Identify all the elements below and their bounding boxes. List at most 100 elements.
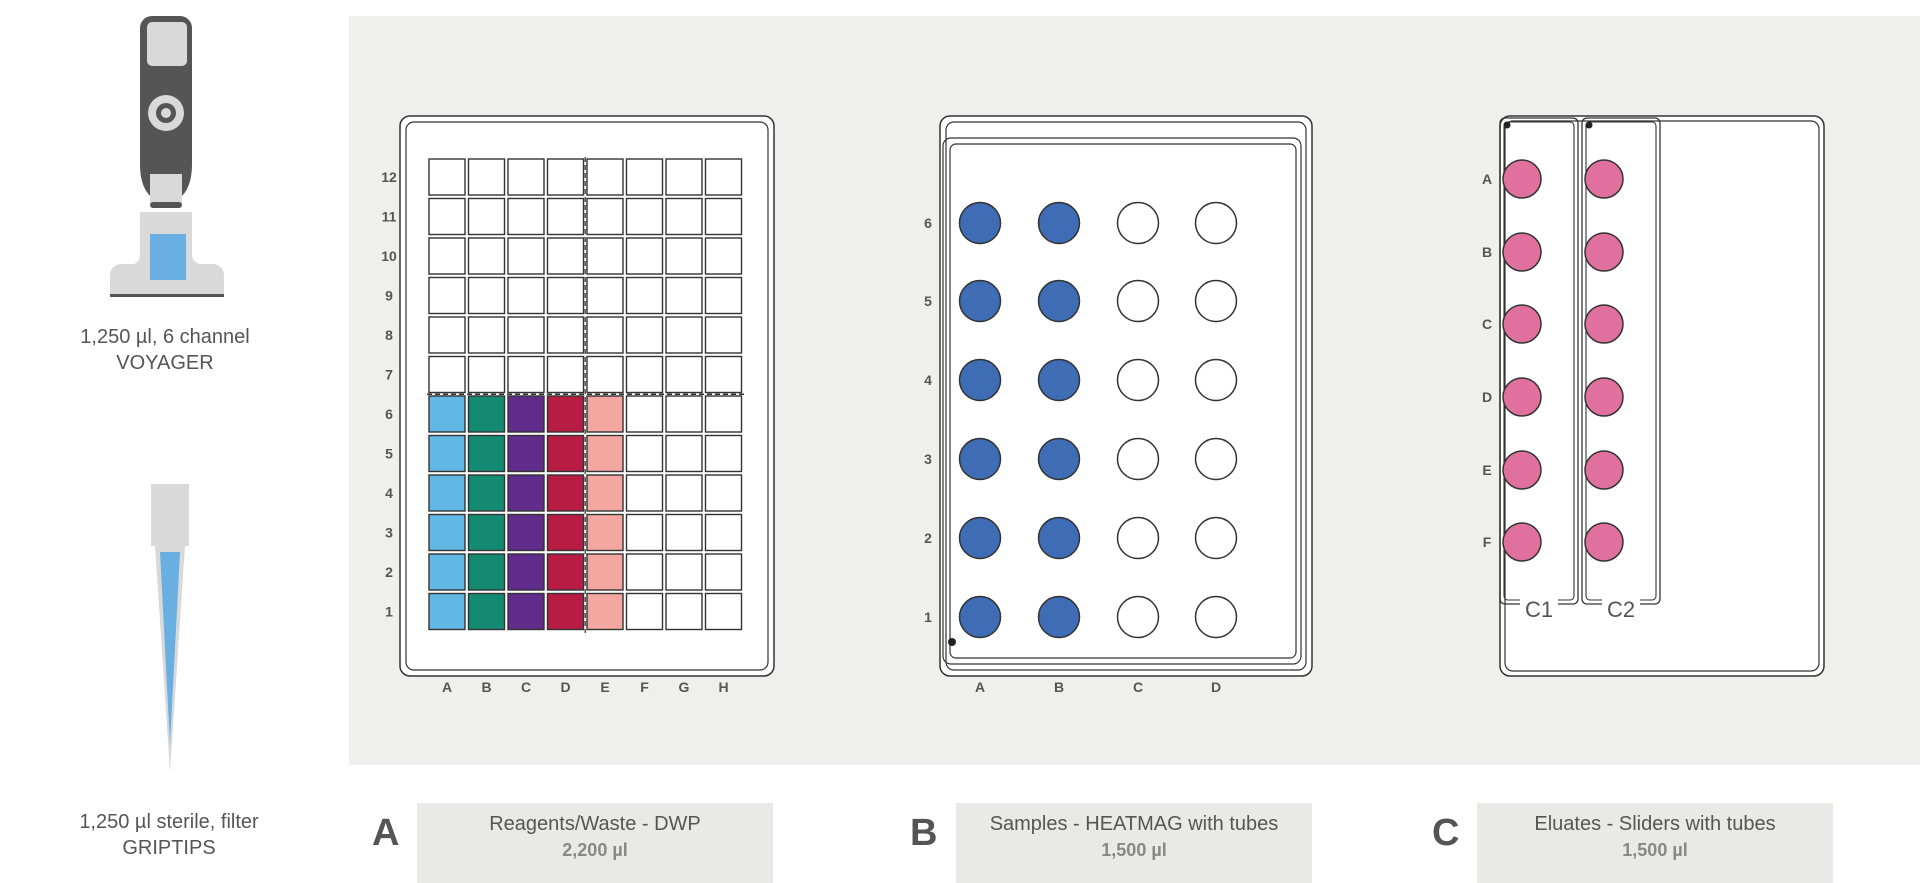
well-D5[interactable]	[546, 434, 585, 473]
well-G10[interactable]	[665, 237, 703, 275]
well-D10[interactable]	[546, 237, 585, 275]
tube-A5[interactable]	[958, 279, 1002, 323]
well-D8[interactable]	[546, 316, 585, 354]
tube-C1-C[interactable]	[1502, 304, 1542, 344]
well-B4[interactable]	[467, 474, 506, 512]
tube-C1-A[interactable]	[1502, 159, 1542, 199]
well-D2[interactable]	[546, 553, 585, 591]
well-E1[interactable]	[586, 592, 624, 631]
tube-C2-A[interactable]	[1584, 159, 1624, 199]
tube-C5[interactable]	[1116, 279, 1160, 323]
well-C10[interactable]	[507, 237, 545, 275]
well-D9[interactable]	[546, 276, 585, 315]
well-F4[interactable]	[625, 474, 664, 512]
tube-D5[interactable]	[1194, 279, 1238, 323]
tube-C4[interactable]	[1116, 358, 1160, 402]
well-D6[interactable]	[546, 395, 585, 433]
well-B7[interactable]	[467, 355, 506, 394]
well-E6[interactable]	[586, 395, 624, 433]
well-H1[interactable]	[704, 592, 743, 631]
well-H7[interactable]	[704, 355, 743, 394]
well-A3[interactable]	[428, 513, 466, 552]
well-C7[interactable]	[507, 355, 545, 394]
well-H3[interactable]	[704, 513, 743, 552]
tube-C2-B[interactable]	[1584, 232, 1624, 272]
well-E5[interactable]	[586, 434, 624, 473]
well-C5[interactable]	[507, 434, 545, 473]
well-G8[interactable]	[665, 316, 703, 354]
well-H4[interactable]	[704, 474, 743, 512]
well-E10[interactable]	[586, 237, 624, 275]
well-E12[interactable]	[586, 158, 624, 196]
well-A5[interactable]	[428, 434, 466, 473]
well-B10[interactable]	[467, 237, 506, 275]
well-D11[interactable]	[546, 197, 585, 236]
tube-C1-D[interactable]	[1502, 377, 1542, 417]
well-G2[interactable]	[665, 553, 703, 591]
well-F1[interactable]	[625, 592, 664, 631]
well-D7[interactable]	[546, 355, 585, 394]
well-G3[interactable]	[665, 513, 703, 552]
well-G4[interactable]	[665, 474, 703, 512]
well-E9[interactable]	[586, 276, 624, 315]
well-H6[interactable]	[704, 395, 743, 433]
well-B8[interactable]	[467, 316, 506, 354]
well-A4[interactable]	[428, 474, 466, 512]
well-H12[interactable]	[704, 158, 743, 196]
well-F11[interactable]	[625, 197, 664, 236]
tube-D6[interactable]	[1194, 201, 1238, 245]
tube-C1-E[interactable]	[1502, 450, 1542, 490]
well-B3[interactable]	[467, 513, 506, 552]
well-D3[interactable]	[546, 513, 585, 552]
well-F9[interactable]	[625, 276, 664, 315]
well-E11[interactable]	[586, 197, 624, 236]
well-F12[interactable]	[625, 158, 664, 196]
well-C4[interactable]	[507, 474, 545, 512]
well-B6[interactable]	[467, 395, 506, 433]
well-F7[interactable]	[625, 355, 664, 394]
well-D1[interactable]	[546, 592, 585, 631]
well-H8[interactable]	[704, 316, 743, 354]
tube-D3[interactable]	[1194, 437, 1238, 481]
tube-B3[interactable]	[1037, 437, 1081, 481]
well-E8[interactable]	[586, 316, 624, 354]
well-C11[interactable]	[507, 197, 545, 236]
tube-C1[interactable]	[1116, 595, 1160, 639]
tube-C6[interactable]	[1116, 201, 1160, 245]
tube-A6[interactable]	[958, 201, 1002, 245]
well-G6[interactable]	[665, 395, 703, 433]
well-E4[interactable]	[586, 474, 624, 512]
well-A7[interactable]	[428, 355, 466, 394]
well-C6[interactable]	[507, 395, 545, 433]
well-H11[interactable]	[704, 197, 743, 236]
well-A9[interactable]	[428, 276, 466, 315]
well-A2[interactable]	[428, 553, 466, 591]
well-A6[interactable]	[428, 395, 466, 433]
tube-C2-C[interactable]	[1584, 304, 1624, 344]
well-D12[interactable]	[546, 158, 585, 196]
well-G9[interactable]	[665, 276, 703, 315]
well-A11[interactable]	[428, 197, 466, 236]
well-F5[interactable]	[625, 434, 664, 473]
tube-C3[interactable]	[1116, 437, 1160, 481]
well-B11[interactable]	[467, 197, 506, 236]
tube-A3[interactable]	[958, 437, 1002, 481]
well-E7[interactable]	[586, 355, 624, 394]
well-C3[interactable]	[507, 513, 545, 552]
tube-C2-F[interactable]	[1584, 522, 1624, 562]
well-H9[interactable]	[704, 276, 743, 315]
tube-B2[interactable]	[1037, 516, 1081, 560]
well-F10[interactable]	[625, 237, 664, 275]
tube-D4[interactable]	[1194, 358, 1238, 402]
tube-C2-D[interactable]	[1584, 377, 1624, 417]
well-G7[interactable]	[665, 355, 703, 394]
well-C12[interactable]	[507, 158, 545, 196]
well-F6[interactable]	[625, 395, 664, 433]
well-G1[interactable]	[665, 592, 703, 631]
well-H5[interactable]	[704, 434, 743, 473]
well-C9[interactable]	[507, 276, 545, 315]
tube-D1[interactable]	[1194, 595, 1238, 639]
tube-B1[interactable]	[1037, 595, 1081, 639]
